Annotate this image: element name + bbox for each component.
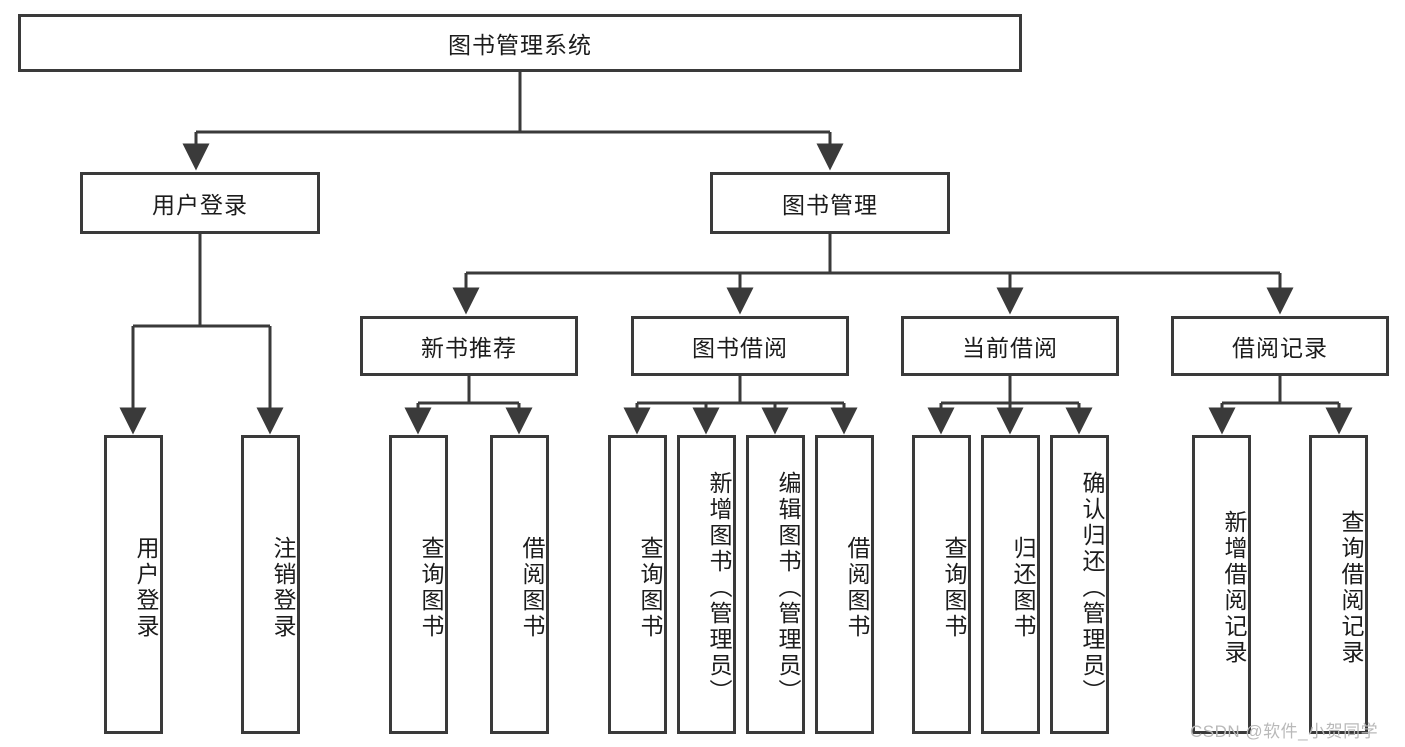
node-leaf-logout[interactable]: 注销登录 [241, 435, 300, 734]
node-label: 用户登录 [133, 535, 159, 640]
node-label: 图书借阅 [692, 335, 788, 361]
node-label: 查询图书 [941, 535, 967, 640]
node-leaf-borrow-book-1[interactable]: 借阅图书 [490, 435, 549, 734]
node-label: 查询借阅记录 [1338, 509, 1364, 666]
node-book-management[interactable]: 图书管理 [710, 172, 950, 234]
node-user-login[interactable]: 用户登录 [80, 172, 320, 234]
node-label: 查询图书 [418, 535, 444, 640]
node-label: 归还图书 [1010, 535, 1036, 640]
node-leaf-query-book-3[interactable]: 查询图书 [912, 435, 971, 734]
node-book-borrow[interactable]: 图书借阅 [631, 316, 849, 376]
node-label: 用户登录 [152, 192, 248, 218]
node-label: 图书管理系统 [448, 32, 592, 58]
node-leaf-confirm-return[interactable]: 确认归还（管理员） [1050, 435, 1109, 734]
node-label: 注销登录 [270, 535, 296, 640]
node-new-book-recommend[interactable]: 新书推荐 [360, 316, 578, 376]
csdn-watermark: CSDN @软件_小贺同学 [1190, 722, 1379, 741]
node-label: 新增借阅记录 [1221, 509, 1247, 666]
node-leaf-return-book[interactable]: 归还图书 [981, 435, 1040, 734]
node-label: 当前借阅 [962, 335, 1058, 361]
node-leaf-user-login[interactable]: 用户登录 [104, 435, 163, 734]
node-book-management-system[interactable]: 图书管理系统 [18, 14, 1022, 72]
node-leaf-query-book-2[interactable]: 查询图书 [608, 435, 667, 734]
node-label: 借阅图书 [844, 535, 870, 640]
node-leaf-borrow-book-2[interactable]: 借阅图书 [815, 435, 874, 734]
node-leaf-add-record[interactable]: 新增借阅记录 [1192, 435, 1251, 734]
node-leaf-query-record[interactable]: 查询借阅记录 [1309, 435, 1368, 734]
node-label: 图书管理 [782, 192, 878, 218]
node-label: 查询图书 [637, 535, 663, 640]
node-leaf-add-book[interactable]: 新增图书（管理员） [677, 435, 736, 734]
node-label: 借阅图书 [519, 535, 545, 640]
node-label: 确认归还（管理员） [1079, 470, 1105, 705]
node-leaf-edit-book[interactable]: 编辑图书（管理员） [746, 435, 805, 734]
node-label: 新书推荐 [421, 335, 517, 361]
node-label: 借阅记录 [1232, 335, 1328, 361]
node-leaf-query-book-1[interactable]: 查询图书 [389, 435, 448, 734]
node-label: 编辑图书（管理员） [775, 470, 801, 705]
node-borrow-record[interactable]: 借阅记录 [1171, 316, 1389, 376]
node-current-borrow[interactable]: 当前借阅 [901, 316, 1119, 376]
node-label: 新增图书（管理员） [706, 470, 732, 705]
